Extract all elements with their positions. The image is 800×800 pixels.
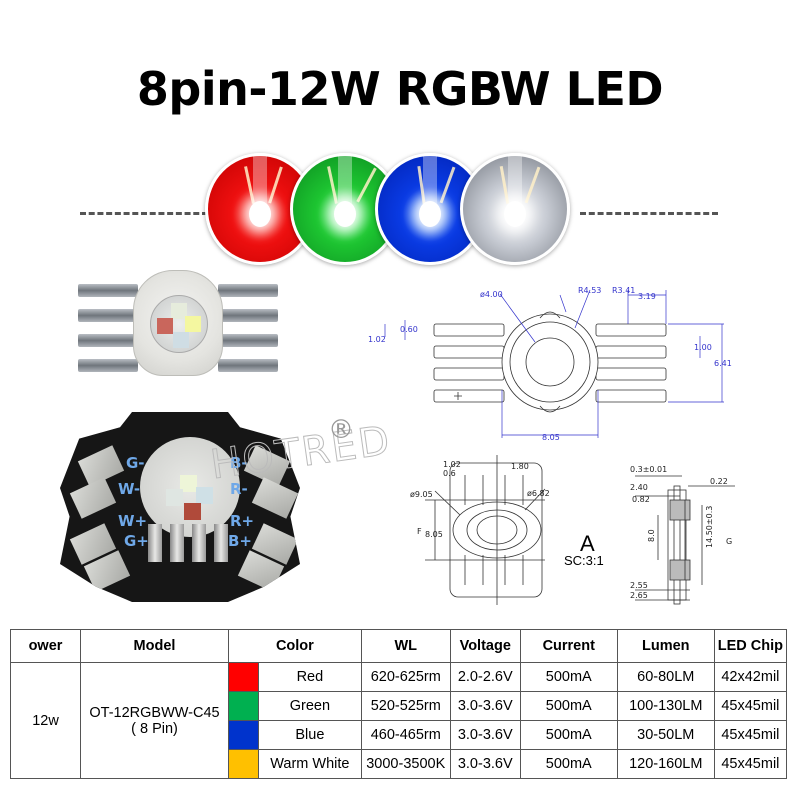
pin-label-r-minus: R- [230, 480, 248, 498]
voltage-value: 3.0-3.6V [449, 720, 521, 750]
header-model: Model [80, 629, 229, 663]
lumen-value: 120-160LM [616, 749, 715, 779]
pin-label-b-minus: B- [230, 454, 248, 472]
dim-265: 2.65 [630, 591, 648, 600]
led-emitter-photo [78, 270, 278, 380]
color-name: Red [258, 662, 362, 692]
chip-value: 42x42mil [713, 662, 788, 692]
pin-label-w-plus: W+ [118, 512, 148, 530]
color-swatch-red [228, 662, 259, 692]
model-pin-count: ( 8 Pin) [131, 720, 178, 737]
dashed-divider-right [580, 212, 718, 215]
dim-240: 2.40 [630, 483, 648, 492]
current-value: 500mA [519, 720, 618, 750]
color-name: Blue [258, 720, 362, 750]
color-swatch-blue [228, 720, 259, 750]
registered-mark: ® [328, 415, 354, 445]
dim-060: 0.60 [400, 325, 418, 334]
dim-r341: R3.41 [612, 286, 635, 295]
chip-value: 45x45mil [713, 749, 788, 779]
dim-319: 3.19 [638, 292, 656, 301]
table-header-row: ower Model Color WL Voltage Current Lume… [10, 629, 788, 663]
dim-022: 0.22 [710, 477, 728, 486]
dim-100: 1.00 [694, 343, 712, 352]
current-value: 500mA [519, 749, 618, 779]
header-color: Color [228, 629, 362, 663]
dim-03: 0.3±0.01 [630, 465, 667, 474]
color-swatch-green [228, 691, 259, 721]
star-board-led-photo: G- W- W+ G+ B- R- R+ B+ [48, 400, 318, 620]
lumen-value: 60-80LM [616, 662, 715, 692]
dim-diameter-682: ø6.82 [527, 489, 550, 498]
header-lumen: Lumen [616, 629, 715, 663]
wl-value: 3000-3500K [360, 749, 451, 779]
side-view-drawing: 0.3±0.01 2.40 0.22 0.82 8.0 14.50±0.3 G … [630, 465, 735, 605]
section-view-drawing: 1.02 0.6 1.80 ø9.05 ø6.82 F 8.05 [410, 455, 550, 605]
header-power: ower [10, 629, 81, 663]
pin-label-w-minus: W- [118, 480, 141, 498]
dim-102: 1.02 [443, 460, 461, 469]
dim-06: 0.6 [443, 469, 456, 478]
color-name: Green [258, 691, 362, 721]
voltage-value: 2.0-2.6V [449, 662, 521, 692]
pin-label-g-minus: G- [126, 454, 145, 472]
current-value: 500mA [519, 662, 618, 692]
dim-641: 6.41 [714, 359, 732, 368]
lumen-value: 30-50LM [616, 720, 715, 750]
color-swatch-warm-white [228, 749, 259, 779]
dim-diameter-4: ø4.00 [480, 290, 503, 299]
spec-table: ower Model Color WL Voltage Current Lume… [10, 629, 788, 779]
dim-082: 0.82 [632, 495, 650, 504]
table-row: 12w OT-12RGBWW-C45 ( 8 Pin) Red 620-625r… [10, 662, 788, 779]
sample-white [460, 153, 570, 265]
dim-1450: 14.50±0.3 [705, 506, 714, 548]
product-title: 8pin-12W RGBW LED [136, 62, 664, 116]
wl-value: 520-525rm [360, 691, 451, 721]
dashed-divider-left [80, 212, 208, 215]
dim-255: 2.55 [630, 581, 648, 590]
header-voltage: Voltage [449, 629, 521, 663]
dim-805: 8.05 [425, 530, 443, 539]
table-row: Warm White 3000-3500K 3.0-3.6V 500mA 120… [11, 749, 788, 779]
lumen-value: 100-130LM [616, 691, 715, 721]
scale-ratio: SC:3:1 [564, 553, 604, 568]
pin-label-r-plus: R+ [230, 512, 255, 530]
dim-80: 8.0 [647, 529, 656, 542]
chip-value: 45x45mil [713, 720, 788, 750]
table-row: Green 520-525rm 3.0-3.6V 500mA 100-130LM… [11, 691, 788, 721]
chip-value: 45x45mil [713, 691, 788, 721]
view-label: A [580, 531, 595, 556]
color-name: Warm White [258, 749, 362, 779]
current-value: 500mA [519, 691, 618, 721]
dim-r453: R4.53 [578, 286, 601, 295]
header-current: Current [519, 629, 618, 663]
dim-g: G [726, 537, 732, 546]
power-cell: 12w [10, 662, 81, 779]
lit-color-samples [200, 153, 600, 265]
pin-label-b-plus: B+ [228, 532, 253, 550]
dim-180: 1.80 [511, 462, 529, 471]
top-view-drawing: ø4.00 R4.53 R3.41 3.19 0.60 1.02 1.00 6.… [368, 286, 732, 442]
dim-f: F [417, 527, 422, 536]
header-wl: WL [360, 629, 451, 663]
wl-value: 460-465rm [360, 720, 451, 750]
voltage-value: 3.0-3.6V [449, 691, 521, 721]
dim-diameter-905: ø9.05 [410, 490, 433, 499]
table-row: Blue 460-465rm 3.0-3.6V 500mA 30-50LM 45… [11, 720, 788, 750]
voltage-value: 3.0-3.6V [449, 749, 521, 779]
pin-label-g-plus: G+ [124, 532, 149, 550]
header-led-chip: LED Chip [713, 629, 788, 663]
model-number: OT-12RGBWW-C45 [89, 704, 220, 721]
wl-value: 620-625rm [360, 662, 451, 692]
dim-805: 8.05 [542, 433, 560, 442]
model-cell: OT-12RGBWW-C45 ( 8 Pin) [80, 662, 229, 779]
dim-102: 1.02 [368, 335, 386, 344]
